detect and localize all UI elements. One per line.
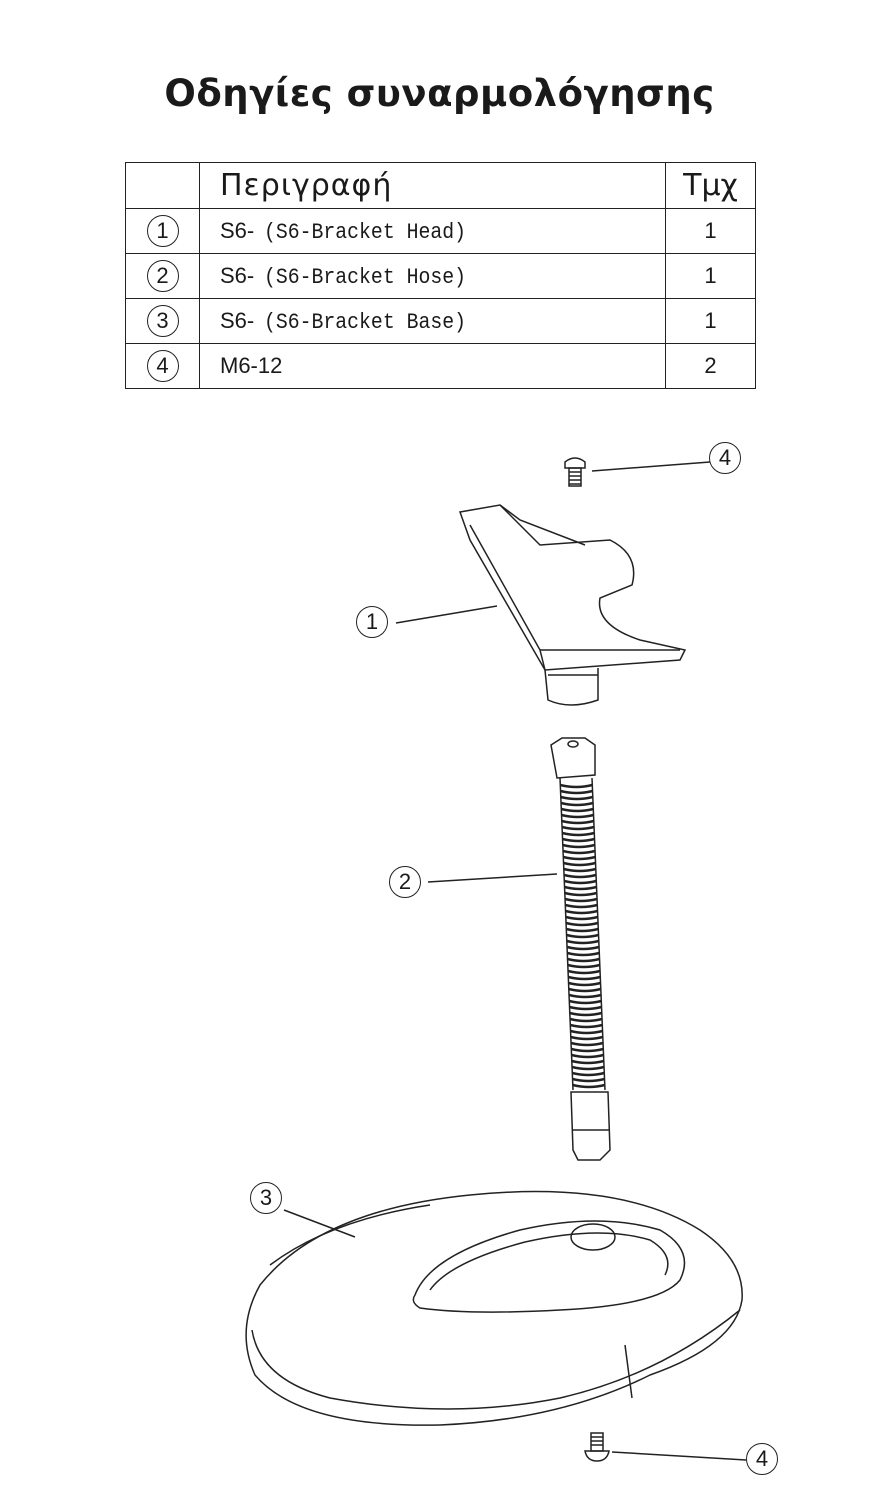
hose-coil	[566, 933, 599, 939]
hose-coil	[571, 1053, 604, 1059]
part-code: S6-	[220, 262, 255, 288]
bracket-head-part	[458, 504, 687, 706]
hose-coil	[560, 789, 593, 795]
hose-coil	[569, 1005, 602, 1011]
screw-icon	[584, 1432, 610, 1462]
hose-coil	[567, 969, 601, 975]
hose-coil	[565, 921, 599, 927]
callout-head: 1	[356, 606, 388, 638]
hose-coil	[564, 897, 598, 903]
hose-coil	[563, 861, 596, 867]
table-row: 4 M6-12 2	[125, 343, 756, 389]
hose-coil	[567, 975, 601, 981]
hose-coil	[562, 849, 596, 855]
table-header-row: Περιγραφή Τμχ	[125, 162, 756, 209]
leader-line	[283, 1209, 356, 1238]
leader-line	[427, 873, 558, 883]
part-number: 1	[146, 215, 179, 247]
callout-base: 3	[250, 1182, 282, 1214]
hose-coil	[570, 1035, 604, 1041]
part-name: (S6-Bracket Base)	[264, 309, 467, 335]
part-qty: 2	[665, 343, 756, 389]
header-qty: Τμχ	[665, 162, 756, 209]
part-number: 4	[146, 350, 179, 382]
hose-coil	[569, 1011, 603, 1017]
hose-coil	[571, 1059, 605, 1065]
part-code: S6-	[220, 217, 255, 243]
hose-coil	[562, 843, 596, 849]
hose-coil	[563, 867, 597, 873]
hose-coil	[570, 1047, 604, 1053]
leader-line	[591, 461, 711, 472]
header-number-cell	[125, 162, 200, 209]
hose-coil	[570, 1029, 603, 1035]
hose-coil	[560, 795, 594, 801]
hose-coil	[561, 825, 595, 831]
hose-coil	[568, 987, 602, 993]
hose-coil	[567, 957, 600, 963]
hose-coil	[569, 1023, 603, 1029]
hose-coil	[564, 885, 597, 891]
hose-coil	[563, 873, 597, 879]
hose-coil	[572, 1077, 605, 1083]
hose-coil	[562, 837, 595, 843]
part-code: S6-	[220, 307, 255, 333]
hose-coil	[560, 801, 594, 807]
bracket-base-part	[245, 1190, 743, 1426]
hose-coil	[568, 993, 602, 999]
hose-coil	[566, 939, 600, 945]
callout-hose: 2	[389, 866, 421, 898]
part-qty: 1	[665, 208, 756, 254]
part-number: 3	[146, 305, 179, 337]
hose-coil	[561, 831, 595, 837]
leader-line	[395, 605, 498, 624]
hose-coil	[560, 807, 594, 813]
part-code: M6-12	[220, 353, 283, 378]
hose-coil	[562, 855, 596, 861]
hose-coil	[564, 903, 598, 909]
page-title: Οδηγίες συναρμολόγησης	[164, 72, 715, 115]
hose-coil	[567, 963, 601, 969]
hose-coil	[571, 1065, 605, 1071]
hose-coil	[569, 1017, 603, 1023]
hose-coil	[570, 1041, 604, 1047]
part-number: 2	[146, 260, 179, 292]
hose-coil	[565, 915, 599, 921]
hose-coil	[564, 891, 598, 897]
header-description: Περιγραφή	[199, 162, 666, 209]
callout-screw-bottom: 4	[746, 1443, 778, 1475]
parts-table: Περιγραφή Τμχ 1 S6- (S6-Bracket Head) 1 2…	[125, 162, 756, 389]
bracket-hose-part	[550, 737, 611, 1161]
part-qty: 1	[665, 298, 756, 344]
table-row: 2 S6-(S6-Bracket Hose) 1	[125, 253, 756, 299]
screw-icon	[564, 457, 586, 487]
hose-coil	[561, 813, 594, 819]
hose-coil	[559, 783, 593, 789]
callout-screw-top: 4	[709, 442, 741, 474]
hose-coil	[572, 1083, 606, 1089]
hose-coil	[566, 951, 600, 957]
hose-coil	[571, 1071, 605, 1077]
hose-coil	[566, 945, 600, 951]
leader-line	[611, 1451, 747, 1461]
hose-coil	[565, 927, 599, 933]
table-row: 3 S6- (S6-Bracket Base) 1	[125, 298, 756, 344]
part-name: (S6-Bracket Head)	[264, 219, 467, 245]
hose-coil	[563, 879, 597, 885]
hose-coil	[561, 819, 595, 825]
hose-coil	[568, 999, 602, 1005]
hose-coil	[568, 981, 601, 987]
hose-coil	[565, 909, 598, 915]
part-name: (S6-Bracket Hose)	[264, 264, 467, 290]
